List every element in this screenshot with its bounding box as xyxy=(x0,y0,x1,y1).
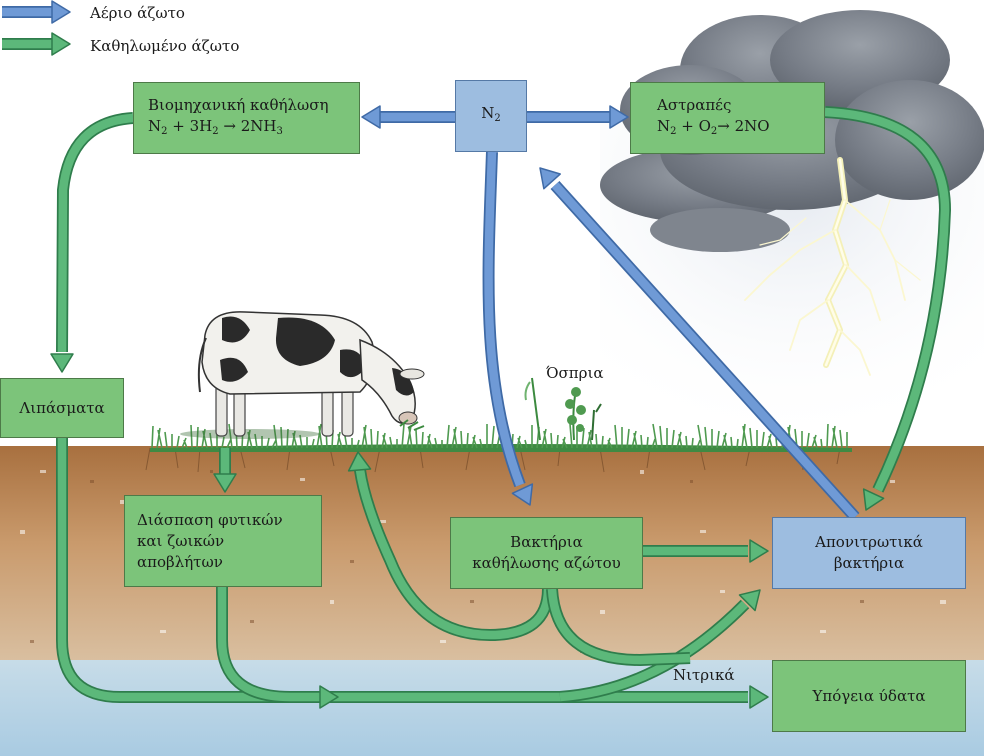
n2-box: N2 xyxy=(455,80,527,152)
grass-to-decomposition-arrow xyxy=(213,448,237,493)
fertilizers-label: Λιπάσματα xyxy=(19,398,105,417)
denitrifying-to-n2-arrow xyxy=(539,167,860,522)
lightning-equation: N2 + O2→ 2NO xyxy=(657,116,770,137)
legend-gas-label: Αέριο άζωτο xyxy=(90,4,185,22)
legend-gas-arrow xyxy=(2,0,71,24)
groundwater-box: Υπόγεια ύδατα xyxy=(772,660,966,732)
fertilizers-box: Λιπάσματα xyxy=(0,378,124,438)
decomposition-line-3: αποβλήτων xyxy=(137,552,223,571)
industrial-fixation-title: Βιομηχανική καθήλωση xyxy=(148,95,329,114)
legumes-label: Όσπρια xyxy=(546,364,604,382)
lightning-title: Αστραπές xyxy=(657,95,732,114)
n2-to-lightning-arrow xyxy=(527,105,629,129)
fixing-bacteria-line-2: καθήλωσης αζώτου xyxy=(472,554,621,572)
groundwater-label: Υπόγεια ύδατα xyxy=(812,686,926,705)
lightning-to-denitrifying-arrow xyxy=(824,106,951,511)
n2-to-industrial-arrow xyxy=(361,105,455,129)
denitrifying-line-2: βακτήρια xyxy=(833,554,905,572)
decomposition-box: Διάσπαση φυτικών και ζωικών αποβλήτων xyxy=(124,495,322,587)
industrial-fixation-equation: N2 + 3H2 → 2NH3 xyxy=(148,116,283,137)
lightning-box: Αστραπές N2 + O2→ 2NO xyxy=(630,82,825,154)
industrial-to-fertilizers-arrow xyxy=(50,112,134,373)
grass-blades xyxy=(151,423,848,449)
fixing-to-denitrifying-arrow xyxy=(643,539,769,563)
nitrates-to-denitrifying-arrow xyxy=(559,589,761,703)
denitrifying-line-1: Απονιτρωτικά xyxy=(815,533,923,551)
decomposition-line-2: και ζωικών xyxy=(137,531,225,550)
n2-label: N2 xyxy=(481,104,501,124)
decomposition-line-1: Διάσπαση φυτικών xyxy=(137,510,283,529)
n2-to-fixing-bacteria-arrow xyxy=(482,151,534,506)
fertilizers-to-groundwater-arrow xyxy=(56,438,769,709)
legend-fixed-arrow xyxy=(2,32,71,56)
industrial-fixation-box: Βιομηχανική καθήλωση N2 + 3H2 → 2NH3 xyxy=(133,82,360,154)
fixing-to-plants-arrow xyxy=(347,451,554,641)
legume-plants xyxy=(524,377,602,441)
flow-arrows xyxy=(2,0,951,709)
grass-strip xyxy=(150,423,852,452)
decomposition-to-water-arrow xyxy=(216,587,339,709)
fixing-to-nitrates-arrow xyxy=(546,588,691,666)
denitrifying-bacteria-box: Απονιτρωτικά βακτήρια xyxy=(772,517,966,589)
legend-fixed-label: Καθηλωμένο άζωτο xyxy=(90,37,240,55)
cow-illustration xyxy=(180,311,425,439)
nitrates-label: Νιτρικά xyxy=(673,666,735,684)
fixing-bacteria-box: Βακτήρια καθήλωσης αζώτου xyxy=(450,517,643,589)
fixing-bacteria-line-1: Βακτήρια xyxy=(510,533,583,551)
lightning-bolt xyxy=(744,157,921,376)
